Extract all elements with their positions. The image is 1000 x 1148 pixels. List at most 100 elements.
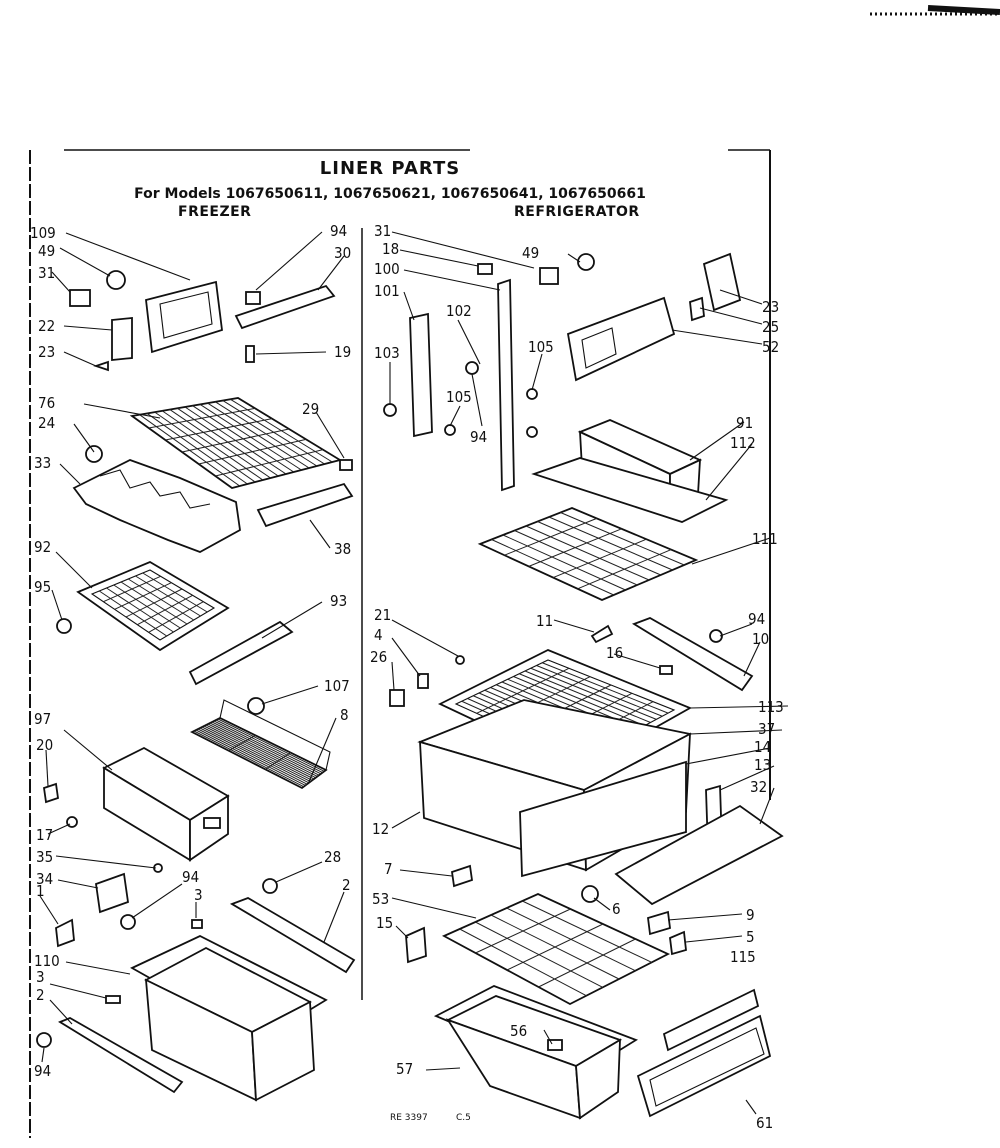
part-shelf-53	[441, 893, 671, 1006]
part-shelf-support-33	[72, 459, 241, 553]
part-26	[389, 689, 405, 707]
label-13: 13	[754, 756, 771, 774]
part-21	[455, 655, 465, 665]
models-line: For Models 1067650611, 1067650621, 10676…	[134, 186, 646, 202]
label-53: 53	[372, 890, 389, 908]
label-25: 25	[762, 318, 779, 336]
part-bracket-31	[69, 289, 91, 307]
label-93: 93	[330, 592, 347, 610]
label-2: 2	[342, 876, 351, 894]
part-4	[417, 673, 429, 689]
label-21: 21	[374, 606, 391, 624]
label-111: 111	[752, 530, 778, 548]
part-shelf-8	[190, 699, 331, 790]
part-rail-2	[58, 1017, 184, 1094]
label-22: 22	[38, 317, 55, 335]
label-102: 102	[446, 302, 472, 320]
label-105: 105	[446, 388, 472, 406]
part-clip-24	[85, 445, 103, 463]
label-23: 23	[38, 343, 55, 361]
part-rail-93	[188, 620, 294, 686]
label-26: 26	[370, 648, 387, 666]
label-103: 103	[374, 344, 400, 362]
label-3: 3	[194, 886, 203, 904]
label-34: 34	[36, 870, 53, 888]
label-10: 10	[752, 630, 769, 648]
part-screw-105	[444, 424, 456, 436]
label-3: 3	[36, 968, 45, 986]
label-12: 12	[372, 820, 389, 838]
label-113: 113	[758, 698, 784, 716]
label-31: 31	[38, 264, 55, 282]
label-101: 101	[374, 282, 400, 300]
label-56: 56	[510, 1022, 527, 1040]
label-17: 17	[36, 826, 53, 844]
label-24: 24	[38, 414, 55, 432]
label-49: 49	[38, 242, 55, 260]
label-107: 107	[324, 677, 350, 695]
part-bracket-25	[702, 252, 742, 312]
part-rail-2	[229, 897, 356, 974]
part-3	[105, 995, 121, 1004]
part-bulb-49	[577, 253, 595, 271]
part-rail-101	[409, 312, 433, 438]
part-bulb-49	[106, 270, 126, 290]
label-28: 28	[324, 848, 341, 866]
diagram-title: LINER PARTS	[319, 158, 461, 179]
section-freezer-heading: FREEZER	[178, 204, 252, 220]
part-15	[405, 926, 427, 964]
label-35: 35	[36, 848, 53, 866]
part-shelf-111	[477, 507, 699, 601]
part-socket-49	[539, 267, 559, 285]
label-61: 61	[756, 1114, 773, 1132]
part-panel-61	[636, 1014, 772, 1118]
part-light-housing-109	[145, 280, 223, 354]
part-rail-30	[234, 284, 336, 330]
label-110: 110	[34, 952, 60, 970]
part-bracket-34	[95, 872, 129, 914]
part-94	[36, 1032, 52, 1048]
label-1: 1	[36, 882, 45, 900]
part-drawer-57	[433, 985, 639, 1120]
part-5	[669, 930, 687, 956]
part-56	[547, 1039, 563, 1051]
part-18	[477, 263, 493, 275]
part-light-housing-52	[566, 296, 676, 382]
part-cover-14	[519, 760, 687, 878]
label-57: 57	[396, 1060, 413, 1078]
label-5: 5	[746, 928, 755, 946]
label-94: 94	[748, 610, 765, 628]
part-16	[659, 665, 673, 675]
label-95: 95	[34, 578, 51, 596]
part-screw-23	[93, 360, 109, 372]
label-32: 32	[750, 778, 767, 796]
part-23	[689, 296, 705, 322]
part-switch-bracket-22	[111, 317, 133, 361]
label-94: 94	[182, 868, 199, 886]
label-105: 105	[528, 338, 554, 356]
part-clip-29	[339, 459, 353, 471]
label-49: 49	[522, 244, 539, 262]
label-8: 8	[340, 706, 349, 724]
part-20	[43, 782, 59, 804]
label-94: 94	[470, 428, 487, 446]
label-2: 2	[36, 986, 45, 1004]
part-7	[451, 864, 473, 888]
label-37: 37	[758, 720, 775, 738]
part-1	[55, 918, 75, 948]
part-shelf-92	[76, 560, 230, 652]
part-shelf-112	[531, 457, 729, 523]
part-rail-115	[662, 988, 760, 1052]
label-19: 19	[334, 343, 351, 361]
label-76: 76	[38, 394, 55, 412]
part-28	[262, 878, 278, 894]
part-bin-97	[102, 746, 230, 862]
part-rail-38	[256, 482, 354, 528]
part-17	[66, 816, 78, 828]
label-91: 91	[736, 414, 753, 432]
part-clip-95	[56, 618, 72, 634]
label-23: 23	[762, 298, 779, 316]
label-9: 9	[746, 906, 755, 924]
part-number-labels: 109 49 31 22 23 94 30 19 76 24 33 29 38 …	[30, 222, 784, 1132]
